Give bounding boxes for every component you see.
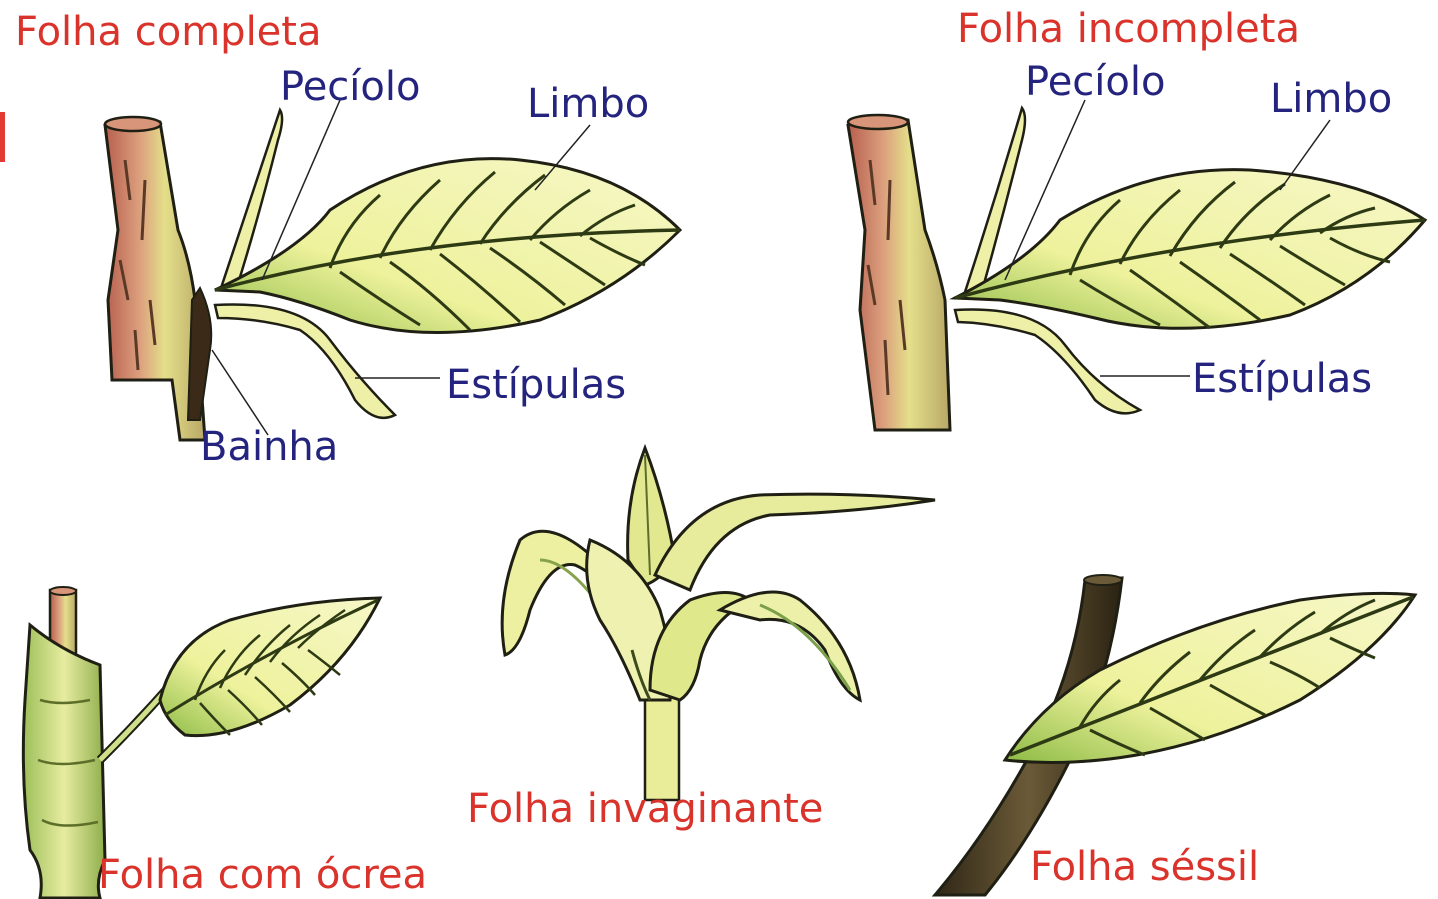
stem-top bbox=[105, 117, 161, 131]
stem bbox=[848, 117, 950, 430]
invaginante-leaf-illustration bbox=[502, 448, 935, 800]
title-complete: Folha completa bbox=[15, 9, 321, 55]
title-sessil: Folha séssil bbox=[1030, 844, 1259, 890]
invaginante-base bbox=[645, 690, 679, 800]
title-incomplete: Folha incompleta bbox=[957, 6, 1300, 52]
title-ocrea: Folha com ócrea bbox=[98, 852, 427, 898]
ocrea-blade bbox=[160, 598, 380, 736]
invaginante-right-long-leaf bbox=[655, 494, 935, 590]
label-limbo-incomplete: Limbo bbox=[1270, 76, 1392, 122]
label-limbo-complete: Limbo bbox=[527, 81, 649, 127]
label-peciolo-incomplete: Pecíolo bbox=[1025, 59, 1165, 105]
bainha-shape bbox=[188, 288, 211, 420]
label-estipulas-complete: Estípulas bbox=[446, 362, 626, 408]
label-peciolo-complete: Pecíolo bbox=[280, 64, 420, 110]
invaginante-right-leaf bbox=[720, 592, 860, 700]
lower-stipule bbox=[955, 309, 1140, 413]
label-estipulas-incomplete: Estípulas bbox=[1192, 356, 1372, 402]
label-bainha-complete: Bainha bbox=[200, 424, 338, 470]
title-invaginante: Folha invaginante bbox=[467, 786, 823, 832]
edge-mark bbox=[0, 112, 5, 162]
stem-top bbox=[848, 115, 908, 129]
